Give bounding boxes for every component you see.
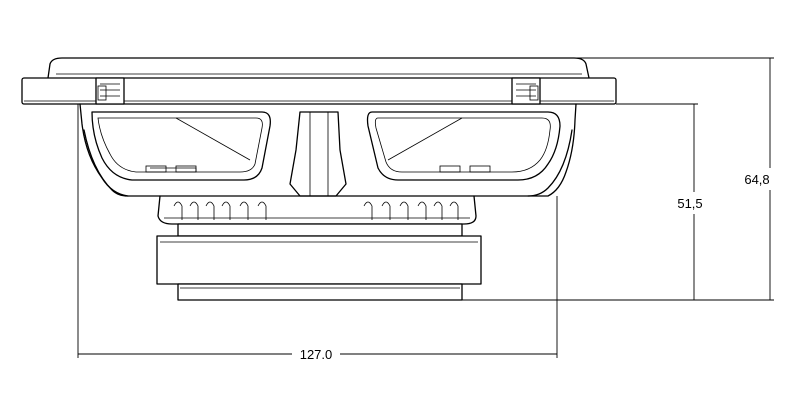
top-gasket [47,57,590,79]
back-plate [177,283,463,301]
dimension-width [77,104,558,358]
right-mount-clip [511,77,541,105]
dimension-height-total [462,57,774,301]
basket-outline [79,103,577,197]
vented-ring [157,195,477,225]
dimension-height-total-label: 64,8 [744,172,769,187]
top-plate [177,223,463,237]
magnet [156,235,482,285]
basket-lower-right [527,129,573,197]
basket-center-spoke [289,111,347,197]
dimension-width-label: 127.0 [300,347,333,362]
mounting-flange [21,77,617,105]
basket-window-right [366,111,561,181]
left-mount-clip [95,77,125,105]
dimension-height-mount-label: 51,5 [677,196,702,211]
basket-window-left [91,111,271,181]
basket-lower-left [83,129,129,197]
dimension-height-mount [616,103,698,300]
